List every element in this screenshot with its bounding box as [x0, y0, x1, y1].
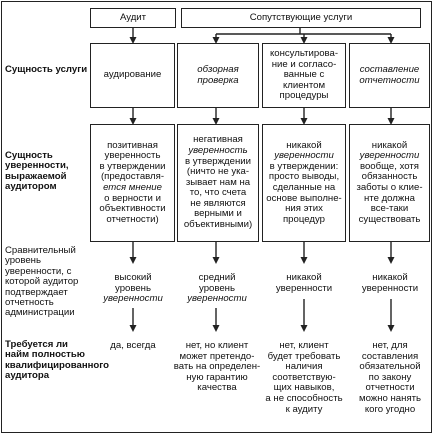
- assurance-box-consulting: никакой уверенности в утверждении: прост…: [262, 124, 346, 242]
- assurance-4-line-6: нте должна: [364, 192, 415, 204]
- service-consulting-text: консультирова-ние и согласо-ванные с кли…: [269, 48, 339, 102]
- assurance-3-line-2: уверенности: [274, 150, 334, 162]
- assurance-1-line-8: отчетности): [106, 213, 159, 225]
- service-box-compilation: составление отчетности: [349, 43, 430, 108]
- level-2-line-3: уверенности: [187, 293, 247, 305]
- level-text-compilation: никакой уверенности: [349, 272, 431, 295]
- related-services-header-box: Сопутствующие услуги: [181, 8, 421, 28]
- service-audit-text: аудирование: [103, 69, 162, 81]
- level-2-line-1: средний: [198, 272, 236, 283]
- row-label-qualified-required: Требуется ли найм полностью квалифициров…: [5, 339, 109, 382]
- qualified-3-line-5: щих навыков,: [273, 382, 335, 394]
- qualified-2-line-2: может претендо-: [179, 350, 255, 362]
- qualified-2-line-5: качества: [197, 382, 237, 394]
- service-compilation-text: составление отчетности: [359, 63, 420, 86]
- qualified-3-line-3: наличия: [285, 361, 323, 373]
- row-label-comparative-level-text: Сравнительный уровень уверенности, с кот…: [5, 245, 79, 319]
- level-1-line-2: уровень: [115, 282, 151, 294]
- assurance-3-line-3: в утверждении:: [269, 160, 339, 172]
- qualified-2-line-4: ную гарантию: [186, 371, 248, 383]
- assurance-4-line-2: уверенности: [359, 150, 420, 162]
- assurance-4-line-4: обязанность: [361, 171, 418, 183]
- assurance-3-line-6: основе выполне-: [266, 192, 342, 204]
- assurance-3-line-4: просто выводы,: [268, 171, 340, 183]
- row-label-comparative-level: Сравнительный уровень уверенности, с кот…: [5, 245, 91, 319]
- assurance-1-line-3: в утверждении: [99, 160, 166, 172]
- level-1-line-1: высокий: [114, 272, 152, 283]
- level-3-line-2: уверенности: [275, 282, 333, 294]
- assurance-2-line-6: то, что счета: [189, 187, 247, 199]
- level-4-line-2: уверенности: [361, 282, 419, 294]
- assurance-4-line-7: все-таки: [370, 203, 409, 215]
- assurance-1-line-6: о верности и: [104, 192, 161, 204]
- assurance-3-line-1: никакой: [286, 139, 322, 151]
- qualified-4-line-3: обязательной: [359, 361, 421, 373]
- assurance-1-line-4: (предоставля-: [100, 171, 165, 183]
- assurance-2-line-3: в утверждении: [185, 155, 251, 167]
- qualified-4-line-4: по закону: [368, 371, 412, 383]
- row-label-essence-assurance-text: Сущность уверенности, выражаемой аудитор…: [5, 150, 69, 193]
- qualified-text-compilation: нет, для составления обязательной по зак…: [349, 340, 431, 416]
- qualified-1-line-1: да, всегда: [110, 340, 156, 351]
- assurance-box-review: негативная уверенность в утверждении (ни…: [177, 124, 259, 242]
- assurance-3-line-8: процедур: [282, 213, 325, 225]
- row-label-essence-service: Сущность услуги: [5, 64, 88, 75]
- qualified-3-line-2: будет требовать: [267, 350, 341, 362]
- assurance-3-line-7: ния этих: [285, 203, 323, 215]
- service-review-text: обзорная проверка: [197, 63, 239, 86]
- assurance-1-line-2: уверенность: [104, 150, 161, 162]
- service-box-audit: аудирование: [90, 43, 175, 108]
- qualified-3-line-6: а не способность: [265, 392, 343, 404]
- qualified-4-line-6: можно нанять: [358, 392, 422, 404]
- qualified-text-consulting: нет, клиент будет требовать наличия соот…: [260, 340, 348, 416]
- qualified-2-line-1: нет, но клиент: [185, 340, 249, 351]
- qualified-3-line-7: к аудиту: [285, 403, 323, 415]
- assurance-2-line-4: (ничто не ука-: [186, 166, 250, 178]
- assurance-box-compilation: никакой уверенности вообще, хотя обязанн…: [349, 124, 430, 242]
- level-3-line-1: никакой: [286, 272, 322, 283]
- assurance-2-line-2: уверенность: [188, 144, 248, 156]
- level-text-audit: высокий уровень уверенности: [92, 272, 174, 305]
- qualified-3-line-4: соответствую-: [272, 371, 336, 383]
- qualified-text-review: нет, но клиент может претендо- вать на о…: [171, 340, 263, 394]
- audit-header-box: Аудит: [90, 8, 176, 28]
- level-1-line-3: уверенности: [103, 293, 163, 305]
- qualified-4-line-5: отчетности: [365, 382, 415, 394]
- assurance-2-line-7: не являются: [190, 197, 246, 209]
- row-label-qualified-required-text: Требуется ли найм полностью квалифициров…: [5, 339, 109, 382]
- related-services-header-text: Сопутствующие услуги: [249, 11, 353, 23]
- level-text-review: средний уровень уверенности: [176, 272, 258, 305]
- assurance-4-line-5: заботы о клие-: [356, 182, 423, 193]
- assurance-2-line-1: негативная: [193, 134, 243, 146]
- qualified-4-line-7: кого угодно: [364, 403, 416, 415]
- audit-header-text: Аудит: [119, 11, 147, 23]
- level-2-line-2: уровень: [199, 282, 235, 294]
- assurance-2-line-9: объективными): [183, 219, 253, 231]
- service-box-review: обзорная проверка: [177, 43, 259, 108]
- assurance-4-line-1: никакой: [371, 139, 408, 151]
- row-label-essence-assurance: Сущность уверенности, выражаемой аудитор…: [5, 150, 91, 193]
- assurance-1-line-5: ется мнение: [103, 182, 162, 193]
- qualified-2-line-3: вать на определен-: [173, 361, 261, 373]
- assurance-4-line-8: существовать: [358, 213, 421, 225]
- assurance-2-line-8: верными и: [194, 208, 242, 220]
- assurance-1-line-1: позитивная: [107, 139, 158, 151]
- assurance-box-audit: позитивная уверенность в утверждении (пр…: [90, 124, 175, 242]
- level-4-line-1: никакой: [372, 272, 408, 283]
- service-box-consulting: консультирова-ние и согласо-ванные с кли…: [262, 43, 346, 108]
- level-text-consulting: никакой уверенности: [262, 272, 346, 295]
- assurance-3-line-5: сделанные на: [272, 182, 336, 193]
- qualified-text-audit: да, всегда: [92, 340, 174, 352]
- qualified-4-line-1: нет, для: [372, 340, 408, 351]
- qualified-4-line-2: составления: [361, 350, 419, 362]
- assurance-1-line-7: объективности: [99, 203, 166, 215]
- assurance-4-line-3: вообще, хотя: [359, 160, 419, 172]
- assurance-2-line-5: зывает нам на: [185, 176, 251, 188]
- qualified-3-line-1: нет, клиент: [279, 340, 329, 351]
